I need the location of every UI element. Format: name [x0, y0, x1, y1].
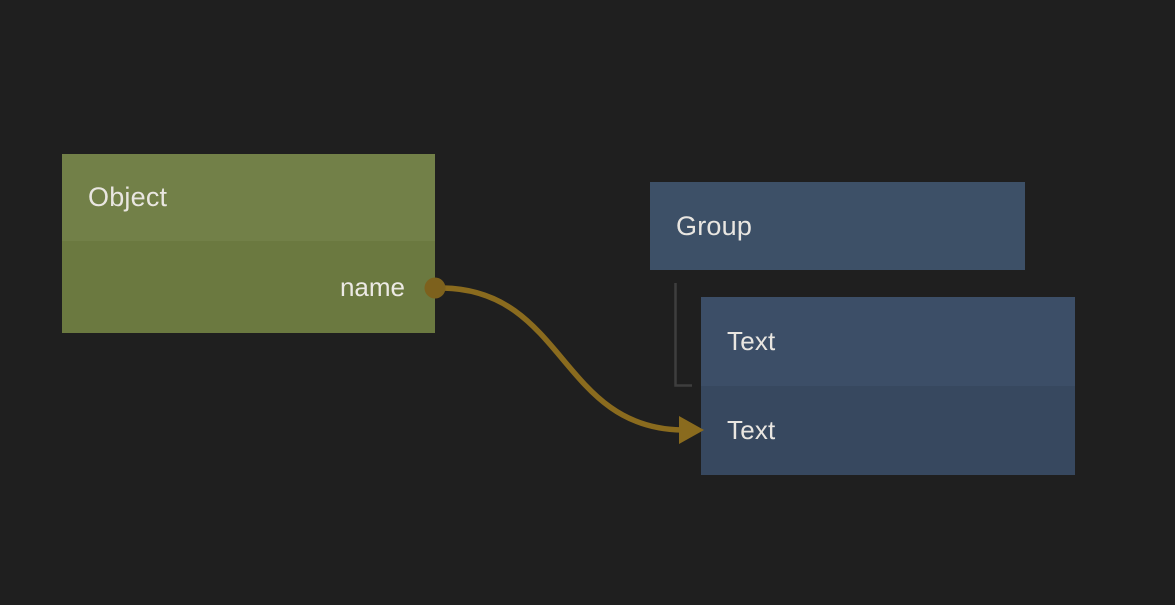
text-row-1-label: Text	[727, 326, 776, 356]
group-child-tree-link	[674, 283, 692, 387]
node-group[interactable]: Group	[650, 182, 1025, 270]
text-row-1[interactable]: Text	[701, 297, 1075, 386]
node-group-title: Group	[676, 210, 753, 241]
node-text-group[interactable]: Text Text	[701, 297, 1075, 475]
node-object-title: Object	[88, 182, 168, 212]
output-port-name-label: name	[339, 271, 405, 302]
text-row-2[interactable]: Text	[701, 386, 1075, 475]
text-row-2-label: Text	[727, 415, 776, 445]
node-object-body: name	[62, 241, 435, 333]
node-object-header[interactable]: Object	[62, 154, 435, 241]
node-object[interactable]: Object name	[62, 154, 435, 333]
connection-wire[interactable]	[440, 285, 685, 433]
